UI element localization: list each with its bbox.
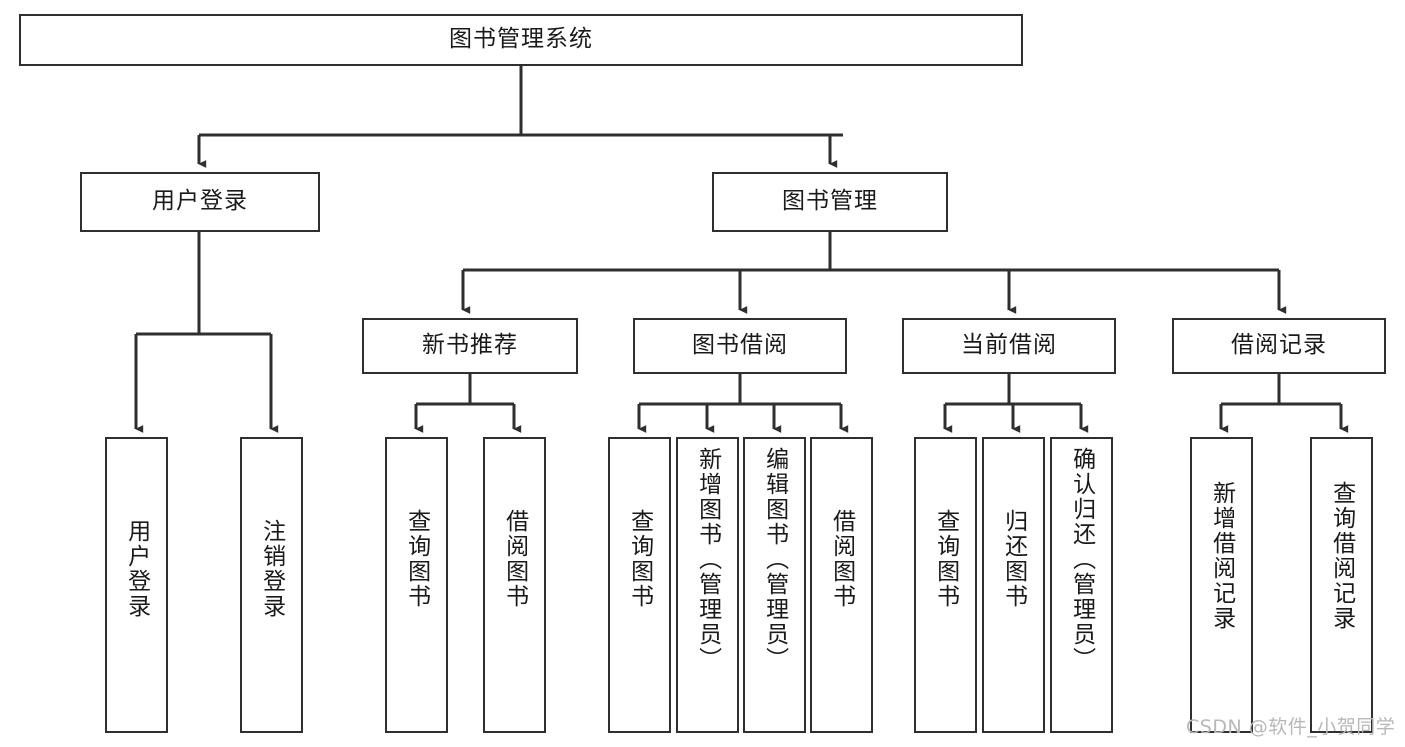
node-label: 编辑图书（管理员） [761, 447, 788, 672]
leaf-add-book[interactable]: 新增图书（管理员） [676, 437, 739, 733]
leaf-query-borrow-record[interactable]: 查询借阅记录 [1310, 437, 1373, 733]
node-label: 借阅图书 [828, 509, 855, 609]
leaf-user-login[interactable]: 用户登录 [105, 437, 168, 733]
leaf-edit-book[interactable]: 编辑图书（管理员） [743, 437, 806, 733]
node-label: 图书管理 [782, 188, 878, 215]
node-root-book-management-system[interactable]: 图书管理系统 [19, 14, 1023, 66]
node-label: 查询图书 [932, 509, 959, 609]
leaf-query-book-borrow[interactable]: 查询图书 [608, 437, 671, 733]
node-label: 查询借阅记录 [1328, 481, 1355, 631]
node-label: 查询图书 [626, 509, 653, 609]
leaf-borrow-book[interactable]: 借阅图书 [810, 437, 873, 733]
node-label: 用户登录 [152, 188, 248, 215]
node-label: 当前借阅 [961, 332, 1057, 359]
node-book-management[interactable]: 图书管理 [712, 172, 948, 232]
node-label: 新书推荐 [422, 332, 518, 359]
leaf-confirm-return[interactable]: 确认归还（管理员） [1050, 437, 1113, 733]
leaf-logout[interactable]: 注销登录 [240, 437, 303, 733]
node-label: 图书管理系统 [449, 26, 593, 53]
node-borrow-records[interactable]: 借阅记录 [1172, 318, 1386, 374]
leaf-query-book-current[interactable]: 查询图书 [914, 437, 977, 733]
node-new-book-recommend[interactable]: 新书推荐 [362, 318, 578, 374]
node-label: 图书借阅 [692, 332, 788, 359]
node-user-login[interactable]: 用户登录 [80, 172, 320, 232]
node-label: 用户登录 [123, 519, 150, 619]
node-label: 借阅记录 [1231, 332, 1327, 359]
leaf-borrow-book-recommend[interactable]: 借阅图书 [483, 437, 546, 733]
node-label: 借阅图书 [501, 509, 528, 609]
node-label: 归还图书 [1000, 509, 1027, 609]
leaf-add-borrow-record[interactable]: 新增借阅记录 [1190, 437, 1253, 733]
node-label: 新增图书（管理员） [694, 447, 721, 672]
leaf-return-book[interactable]: 归还图书 [982, 437, 1045, 733]
node-current-borrow[interactable]: 当前借阅 [902, 318, 1116, 374]
csdn-watermark: CSDN @软件_小贺同学 [1186, 716, 1396, 738]
node-label: 注销登录 [258, 519, 285, 619]
node-book-borrow[interactable]: 图书借阅 [633, 318, 847, 374]
node-label: 确认归还（管理员） [1068, 447, 1095, 672]
node-label: 新增借阅记录 [1208, 481, 1235, 631]
node-label: 查询图书 [403, 509, 430, 609]
leaf-query-book-recommend[interactable]: 查询图书 [385, 437, 448, 733]
